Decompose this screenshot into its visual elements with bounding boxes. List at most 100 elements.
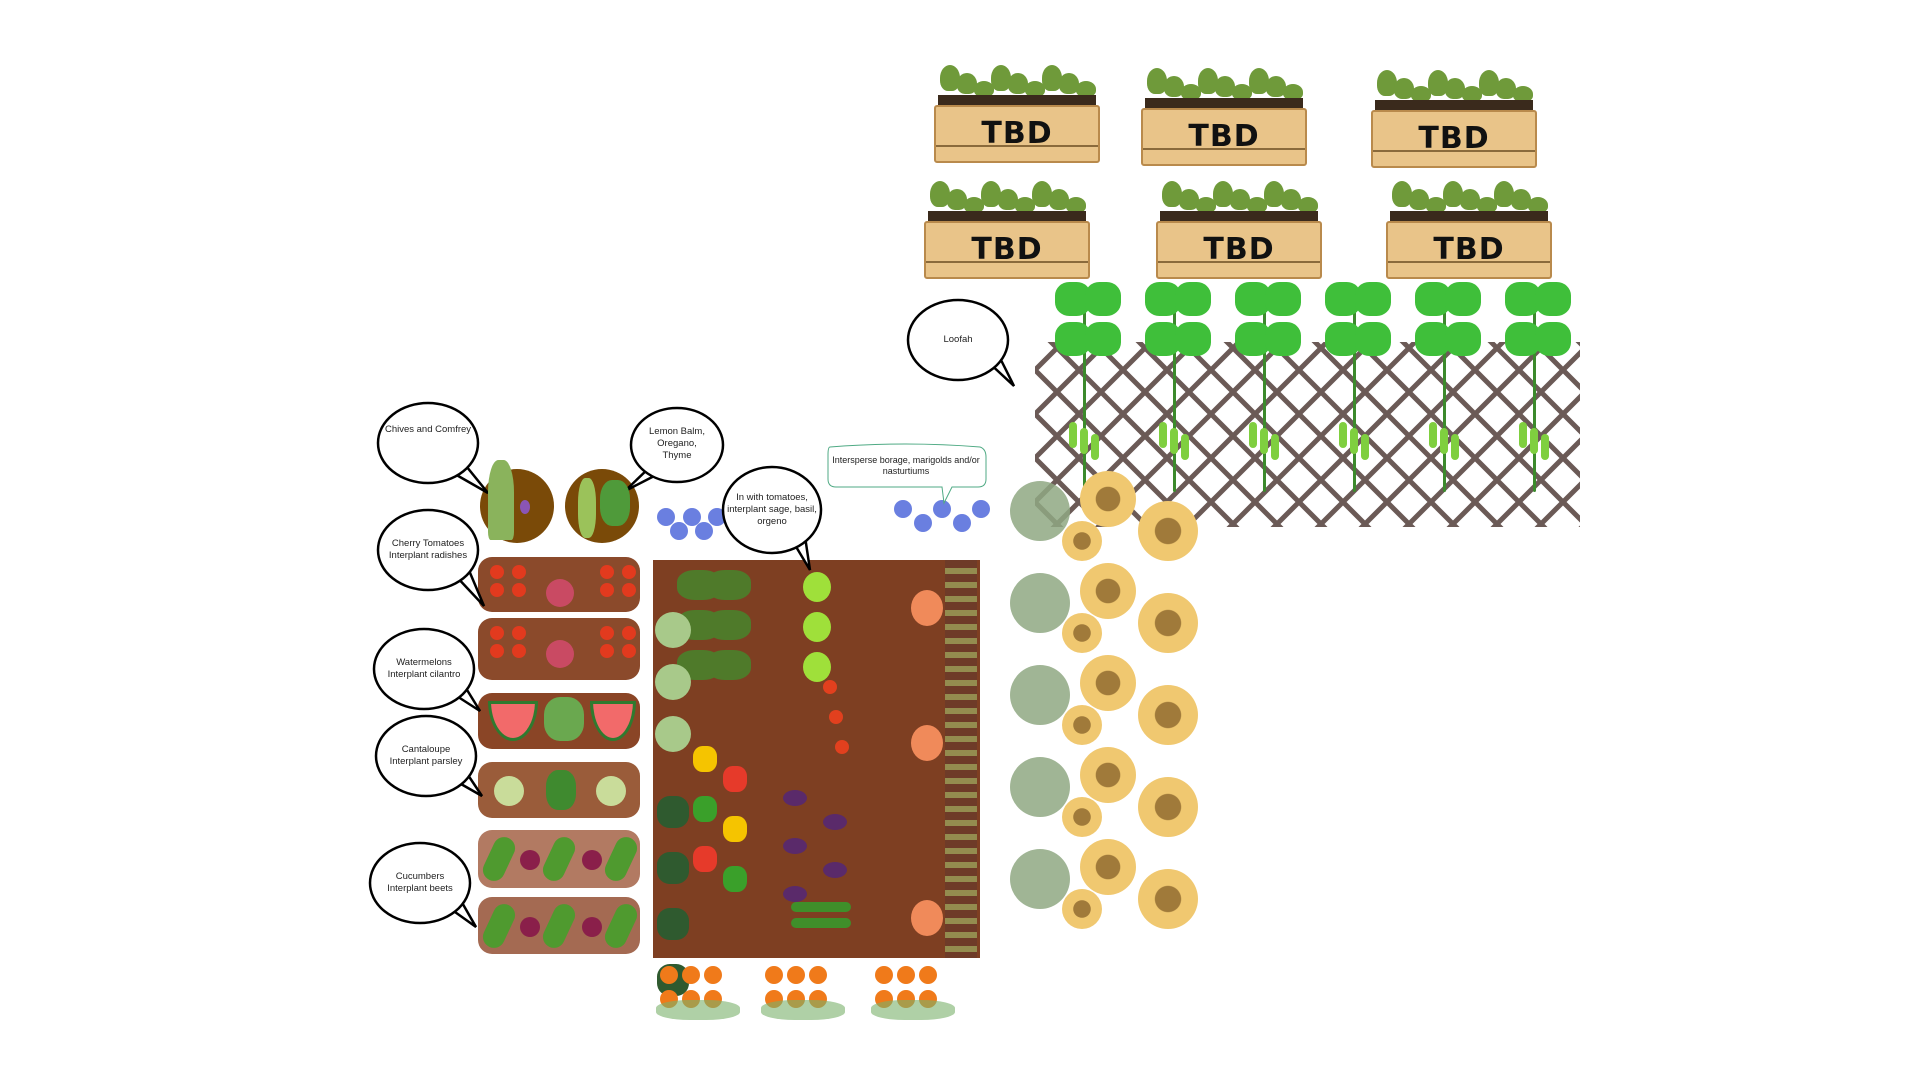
radish-icon [546, 579, 574, 607]
leaf-icon [1076, 81, 1096, 97]
callout-lemon-balm: Lemon Balm,Oregano,Thyme [624, 406, 725, 493]
loofah-fruit-icon [1249, 422, 1257, 448]
sunflower-icon [1138, 777, 1198, 837]
sunflower-icon [1138, 685, 1198, 745]
bell-pepper-icon [723, 816, 747, 842]
callout-line: Oregano, [657, 438, 697, 450]
leaf-icon [1059, 73, 1079, 94]
leaf-icon [1164, 76, 1184, 97]
planter-box: TBD [1156, 171, 1322, 279]
bell-pepper-icon [723, 866, 747, 892]
leaf-icon [1181, 84, 1201, 100]
lemon-balm-icon [600, 480, 630, 526]
marigold-icon [787, 966, 805, 984]
loofah-vine [1443, 302, 1446, 492]
okra-icon [791, 918, 851, 928]
loofah-fruit-icon [1181, 434, 1189, 460]
cherry-tomato-icon [512, 583, 526, 597]
tomato-icon [835, 740, 849, 754]
loofah-leaf-icon [1445, 282, 1481, 316]
squash-leaf-icon [1010, 481, 1070, 541]
marigold-foliage [871, 1000, 955, 1020]
loofah-fruit-icon [1429, 422, 1437, 448]
bell-pepper-icon [693, 846, 717, 872]
leaf-icon [1392, 181, 1412, 207]
borage-flower-icon [894, 500, 912, 518]
beet-icon [582, 917, 602, 937]
sunflower-icon [1080, 471, 1136, 527]
planter-crate: TBD [1156, 221, 1322, 279]
borage-flower-icon [669, 522, 688, 540]
loofah-leaf-icon [1175, 322, 1211, 356]
leaf-icon [1042, 65, 1062, 91]
leaf-icon [991, 65, 1011, 91]
cherry-tomato-icon [490, 565, 504, 579]
sunflower-row [1010, 471, 1206, 961]
hot-pepper-plant-icon [707, 610, 751, 640]
loofah-leaf-icon [1355, 282, 1391, 316]
leaf-icon [1409, 189, 1429, 210]
leaf-icon [1528, 197, 1548, 213]
callout-line: Interplant cilantro [387, 669, 461, 680]
planter-box: TBD [1371, 60, 1537, 168]
leaf-icon [1198, 68, 1218, 94]
leaf-icon [1411, 86, 1431, 102]
leaf-icon [964, 197, 984, 213]
marigold-foliage [656, 1000, 740, 1020]
marigold-icon [765, 966, 783, 984]
planter-greens [930, 171, 1086, 223]
leaf-icon [940, 65, 960, 91]
sunflower-icon [1062, 705, 1102, 745]
leaf-icon [1511, 189, 1531, 210]
borage-flower-icon [708, 508, 727, 526]
leaf-icon [1496, 78, 1516, 99]
cabbage-icon [655, 664, 691, 700]
cherry-tomato-icon [622, 565, 636, 579]
planter-label: TBD [1433, 232, 1505, 267]
sunflower-icon [1080, 839, 1136, 895]
beet-icon [520, 850, 540, 870]
callout-line: Cantaloupe [401, 744, 451, 756]
leaf-icon [1066, 197, 1086, 213]
planter-label: TBD [1203, 232, 1275, 267]
marigold-icon [875, 966, 893, 984]
planter-box: TBD [1141, 58, 1307, 166]
loofah-fruit-icon [1361, 434, 1369, 460]
leaf-icon [1162, 181, 1182, 207]
loofah-fruit-icon [1260, 428, 1268, 454]
beet-icon [520, 917, 540, 937]
borage-flower-icon [695, 522, 714, 540]
loofah-fruit-icon [1069, 422, 1077, 448]
callout-line: Lemon Balm, [649, 426, 705, 438]
planter-crate: TBD [1386, 221, 1552, 279]
leaf-icon [1494, 181, 1514, 207]
borage-flower-icon [913, 514, 932, 532]
borage-flower-icon [972, 500, 991, 518]
cilantro-icon [544, 697, 584, 741]
planter-label: TBD [1418, 121, 1490, 156]
leaf-icon [1443, 181, 1463, 207]
leaf-icon [947, 189, 967, 210]
cabbage-icon [655, 716, 691, 752]
cherry-tomato-icon [600, 565, 614, 579]
oregano-icon [578, 478, 596, 538]
loofah-leaf-icon [1265, 282, 1301, 316]
tomato-icon [829, 710, 843, 724]
green-pepper-icon [803, 612, 831, 642]
leaf-icon [981, 181, 1001, 207]
leaf-icon [1460, 189, 1480, 210]
leaf-icon [930, 181, 950, 207]
marigold-icon [919, 966, 937, 984]
loofah-leaf-icon [1085, 322, 1121, 356]
leaf-icon [1428, 70, 1448, 96]
leaf-icon [1281, 189, 1301, 210]
leaf-icon [957, 73, 977, 94]
loofah-leaf-icon [1175, 282, 1211, 316]
loofah-fruit-icon [1451, 434, 1459, 460]
loofah-vine [1173, 302, 1176, 492]
leaf-icon [1015, 197, 1035, 213]
loofah-vine [1353, 302, 1356, 492]
